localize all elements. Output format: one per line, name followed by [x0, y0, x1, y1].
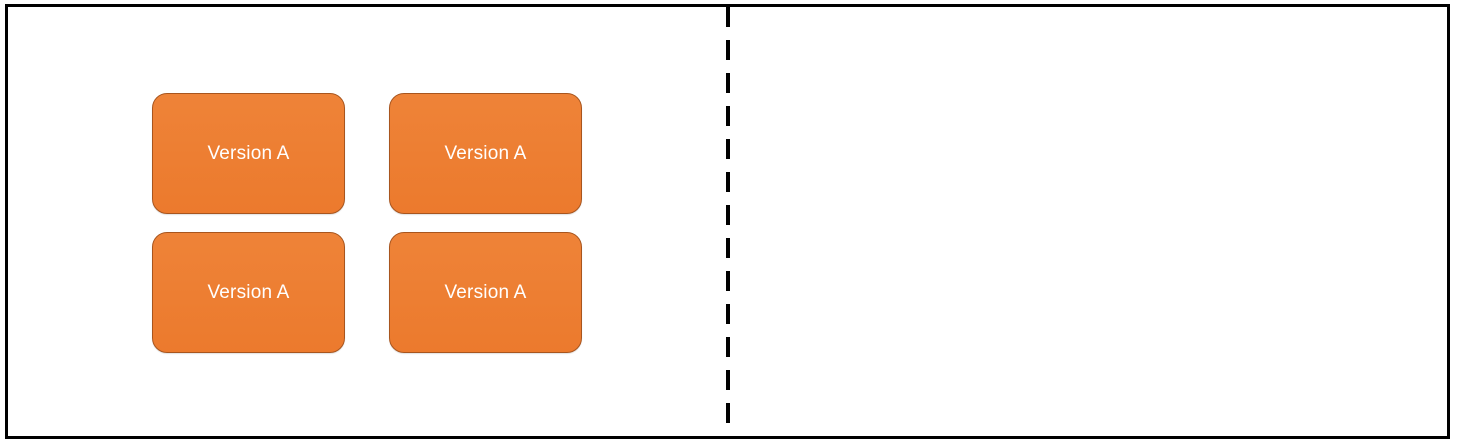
- shape-version-a-bottom-left[interactable]: Version A: [152, 232, 345, 353]
- shape-version-a-top-left[interactable]: Version A: [152, 93, 345, 214]
- shape-label: Version A: [207, 281, 290, 303]
- outer-border-frame: [5, 4, 1450, 439]
- shape-version-a-bottom-right[interactable]: Version A: [389, 232, 582, 353]
- vertical-dashed-divider: [726, 7, 730, 436]
- shape-label: Version A: [444, 142, 527, 164]
- shape-label: Version A: [207, 142, 290, 164]
- shape-label: Version A: [444, 281, 527, 303]
- shape-version-a-top-right[interactable]: Version A: [389, 93, 582, 214]
